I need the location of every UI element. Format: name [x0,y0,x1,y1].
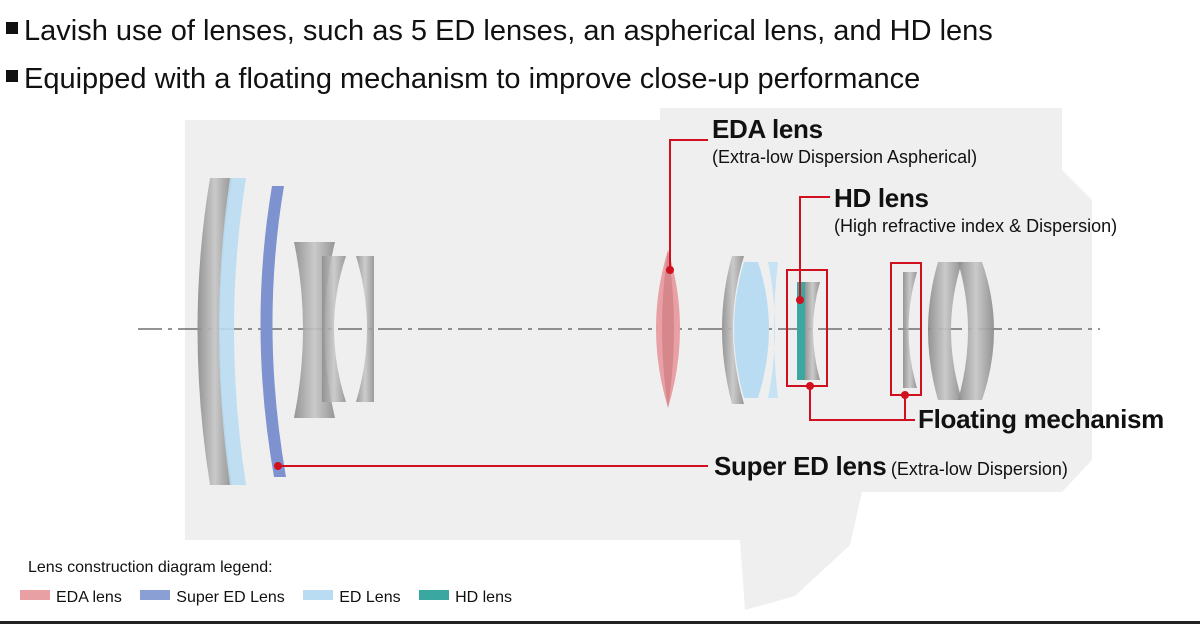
bullet-square-icon [6,70,18,82]
legend-label: EDA lens [56,589,122,606]
legend-label: Super ED Lens [176,589,285,606]
floating-callout: Floating mechanism [918,404,1164,435]
eda-callout-subtitle: (Extra-low Dispersion Aspherical) [712,147,978,167]
legend-label: HD lens [455,589,512,606]
floating-lens [903,272,917,388]
legend-title: Lens construction diagram legend: [28,559,273,576]
floating-marker-dot-a [806,382,814,390]
rear-gray-lens-a [928,262,962,400]
hd-callout: HD lens (High refractive index & Dispers… [834,183,1117,237]
super-ed-marker-dot [274,462,282,470]
gray-lens-group-4a [722,256,744,404]
bullet-text: Equipped with a floating mechanism to im… [24,63,921,95]
floating-leader-line-a [809,386,915,421]
super-ed-callout-title: Super ED lens [714,451,887,481]
floating-callout-title: Floating mechanism [918,404,1164,434]
legend-swatch [303,590,334,600]
hd-callout-title: HD lens [834,183,929,213]
gray-lens-hd-group [805,282,820,380]
hd-lens [797,282,805,380]
bullet-floating: Equipped with a floating mechanism to im… [6,62,920,96]
hd-callout-subtitle: (High refractive index & Dispersion) [834,216,1118,236]
bullet-lenses: Lavish use of lenses, such as 5 ED lense… [6,14,993,48]
super-ed-callout: Super ED lens (Extra-low Dispersion) [714,451,1068,482]
eda-lens-shade [662,250,674,408]
legend: EDA lens Super ED Lens ED Lens HD lens [20,589,526,607]
super-ed-lens [260,186,286,477]
lens-barrel-silhouette [185,108,1092,610]
front-gray-lens [197,178,232,485]
ed-lens-group-4b [768,262,778,398]
super-ed-callout-subtitle: (Extra-low Dispersion) [890,459,1068,479]
bullet-text: Lavish use of lenses, such as 5 ED lense… [24,15,993,47]
legend-swatch [419,590,450,600]
legend-item-eda: EDA lens [20,589,122,607]
ed-lens-group-4 [734,262,769,398]
hd-leader-line [799,196,830,300]
legend-item-super-ed: Super ED Lens [140,589,285,607]
gray-lens-group-2b [322,256,346,402]
bottom-divider [0,621,1200,624]
legend-label: ED Lens [339,589,401,606]
eda-callout: EDA lens (Extra-low Dispersion Aspherica… [712,114,977,168]
legend-item-ed: ED Lens [303,589,401,607]
legend-item-hd: HD lens [419,589,512,607]
eda-callout-title: EDA lens [712,114,823,144]
gray-lens-group-2c [356,256,374,402]
rear-gray-lens-b [958,262,994,400]
bullet-square-icon [6,22,18,34]
legend-swatch [20,590,50,600]
legend-swatch [140,590,171,600]
eda-marker-dot [666,266,674,274]
eda-leader-line [669,139,708,270]
ed-lens-front [219,178,246,485]
floating-marker-dot-b [901,391,909,399]
hd-marker-dot [796,296,804,304]
